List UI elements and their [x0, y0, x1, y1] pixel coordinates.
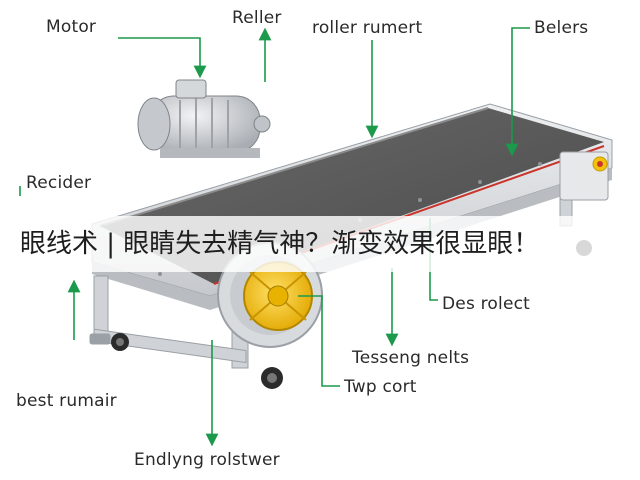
overlay-banner — [0, 216, 640, 272]
label-twp-cort: Twp cort — [344, 377, 417, 397]
label-recider: Recider — [26, 173, 92, 193]
label-des-rolect: Des rolect — [442, 294, 531, 314]
motor-graphic — [137, 79, 271, 158]
label-endlyng-rolstwer: Endlyng rolstwer — [134, 450, 280, 470]
label-belers: Belers — [534, 18, 589, 38]
label-reller: Reller — [232, 8, 282, 28]
label-motor: Motor — [46, 17, 97, 37]
control-box — [559, 151, 609, 201]
overlay-banner-text: 眼线术 | 眼睛失去精气神？渐变效果很显眼！ — [20, 229, 540, 259]
label-roller-rumert: roller rumert — [312, 18, 423, 38]
label-tesseng-nelts: Tesseng nelts — [352, 348, 470, 368]
label-best-rumair: best rumair — [16, 391, 117, 411]
